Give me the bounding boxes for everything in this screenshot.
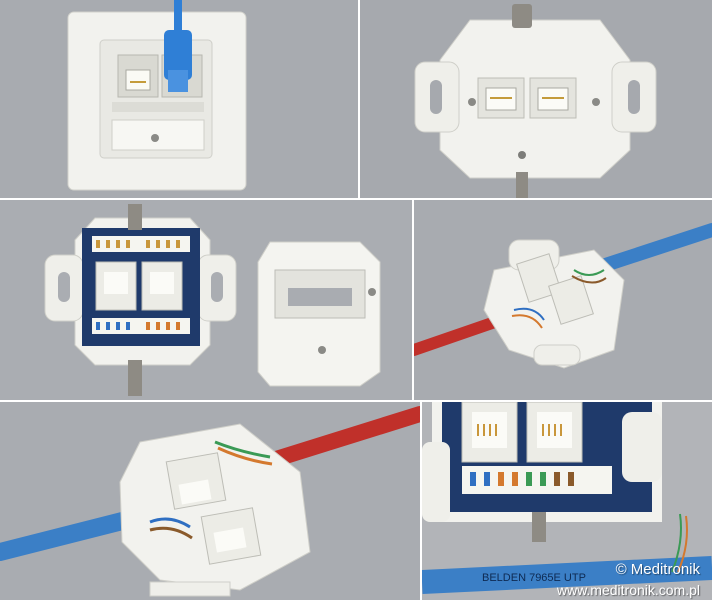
photo-module-opened-with-cover (0, 200, 412, 400)
photo-pcb-closeup: BELDEN 7965E UTP (422, 402, 712, 600)
photo-module-wired-closeup (0, 402, 420, 600)
photo-module-wired-angle (414, 200, 712, 400)
wired-module-illustration (414, 200, 712, 400)
faceplate-illustration (0, 0, 358, 198)
pcb-closeup-illustration (422, 402, 712, 600)
photo-module-front (360, 0, 712, 198)
photo-faceplate-assembled (0, 0, 358, 198)
watermark-url: www.meditronik.com.pl (556, 582, 700, 598)
watermark-copyright: © Meditronik (615, 561, 700, 578)
cable-print-text: BELDEN 7965E UTP (482, 572, 586, 584)
pcb-and-cover-illustration (0, 200, 412, 400)
wired-closeup-illustration (0, 402, 420, 600)
module-illustration (360, 0, 712, 198)
